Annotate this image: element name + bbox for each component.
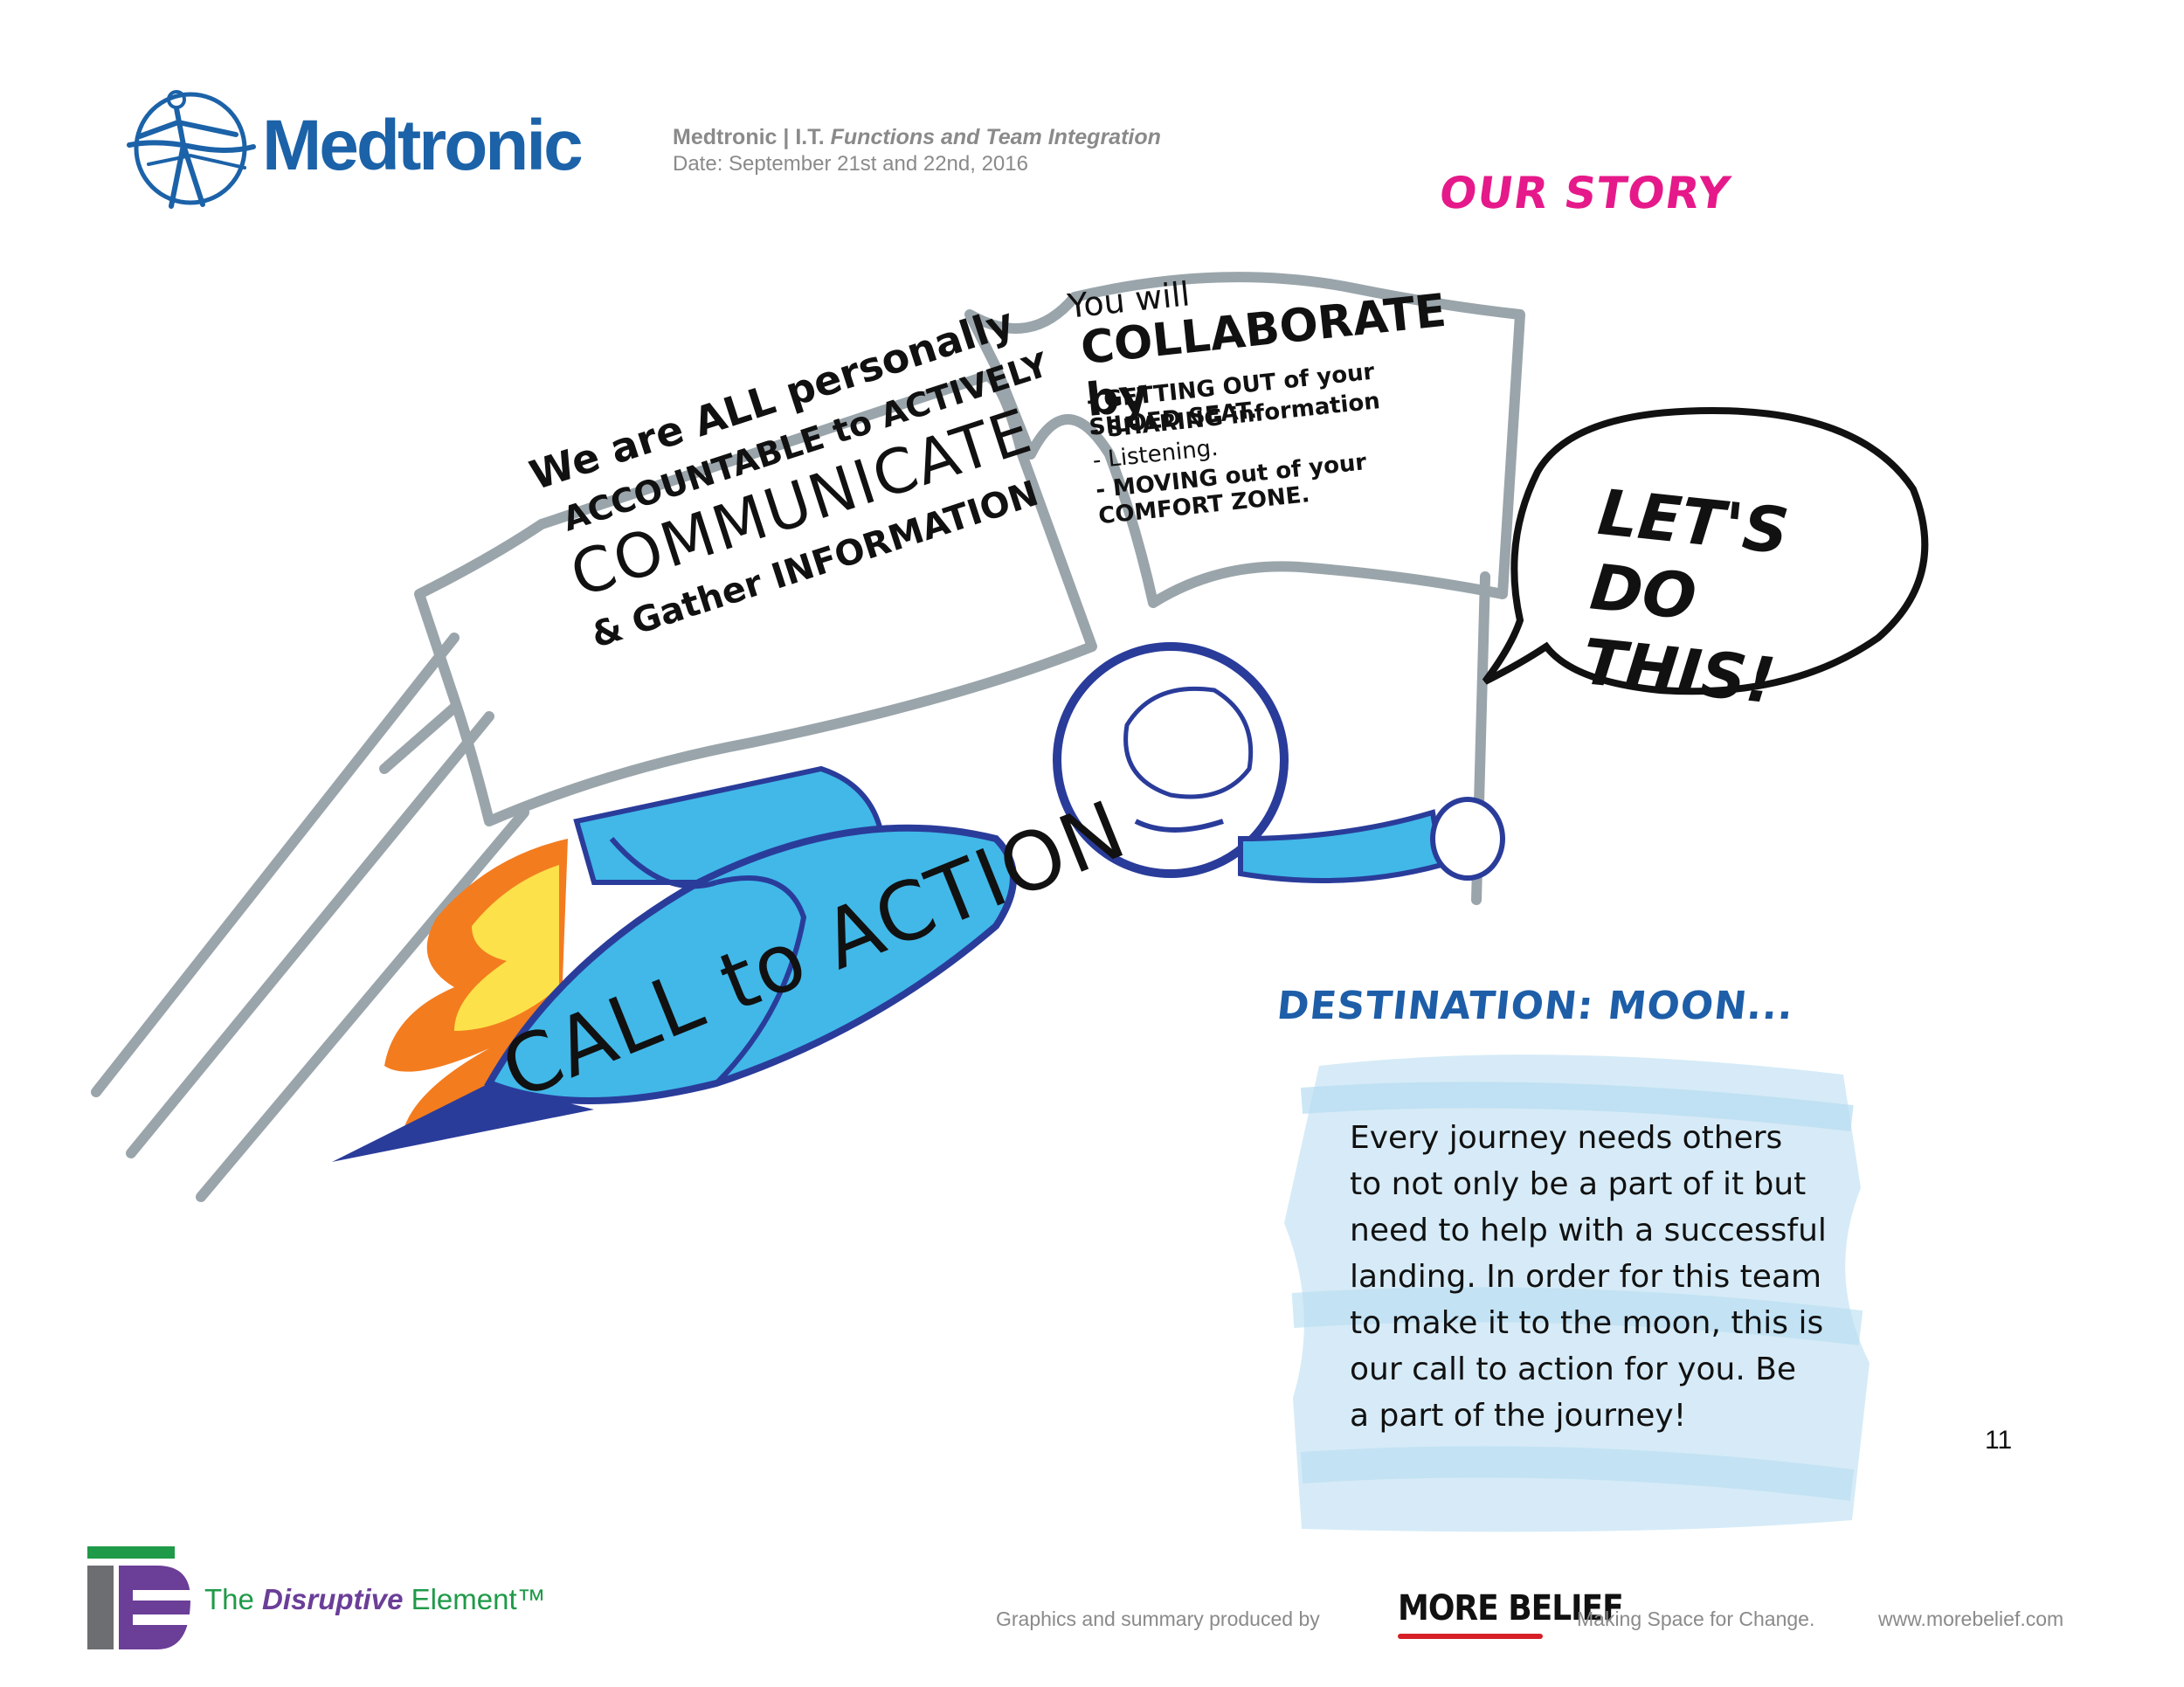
banner-left-shape [414,370,1097,826]
destination-body-line: to make it to the moon, this is [1350,1305,1824,1341]
destination-body-line: a part of the journey! [1350,1398,1687,1434]
footer-credit: Graphics and summary produced by [996,1607,1320,1630]
speech-bubble-text: LET'S DO THIS! [1579,474,1793,718]
destination-body-line: to not only be a part of it but [1350,1166,1807,1202]
astronaut-helmet [1053,642,1289,878]
rocket-body [332,765,1017,1162]
watercolor-panel [1284,1054,1870,1532]
footer-tagline: Making Space for Change. [1577,1607,1815,1630]
destination-body-line: need to help with a successful [1350,1213,1827,1248]
header-title-italic: Functions and Team Integration [830,125,1161,149]
header-title-prefix: Medtronic | I.T. [673,125,831,149]
destination-body-line: our call to action for you. Be [1350,1352,1797,1387]
header-title: Medtronic | I.T. Functions and Team Inte… [673,125,1161,150]
disruptive-element-wordmark: The Disruptive Element™ [204,1583,546,1616]
banner-right-text: You will COLLABORATE by - GETTING OUT of… [1057,246,1488,584]
speed-lines [91,633,529,1202]
disruptive-element-logo-icon [87,1546,190,1649]
header-date: Date: September 21st and 22nd, 2016 [673,152,1028,176]
partner-italic: Disruptive [262,1583,404,1615]
page-number: 11 [1985,1426,2013,1455]
medtronic-logo: Medtronic [122,84,629,215]
more-belief-brand: MORE BELIEF [1398,1588,1624,1628]
footer-url[interactable]: www.morebelief.com [1878,1607,2064,1630]
banner-right-shape [964,272,1525,608]
partner-prefix: The [204,1583,263,1615]
medtronic-wordmark: Medtronic [262,106,584,185]
destination-title: DESTINATION: MOON... [1275,984,1796,1028]
destination-body-line: Every journey needs others [1350,1120,1783,1156]
destination-body: Every journey needs others to not only b… [1350,1115,1839,1439]
partner-suffix: Element™ [403,1583,546,1615]
speech-bubble [1482,406,1929,695]
more-belief-underline [1398,1634,1543,1639]
destination-body-line: landing. In order for this team [1350,1259,1822,1295]
medtronic-figure-icon [127,90,256,209]
astronaut-arm [1238,809,1445,883]
